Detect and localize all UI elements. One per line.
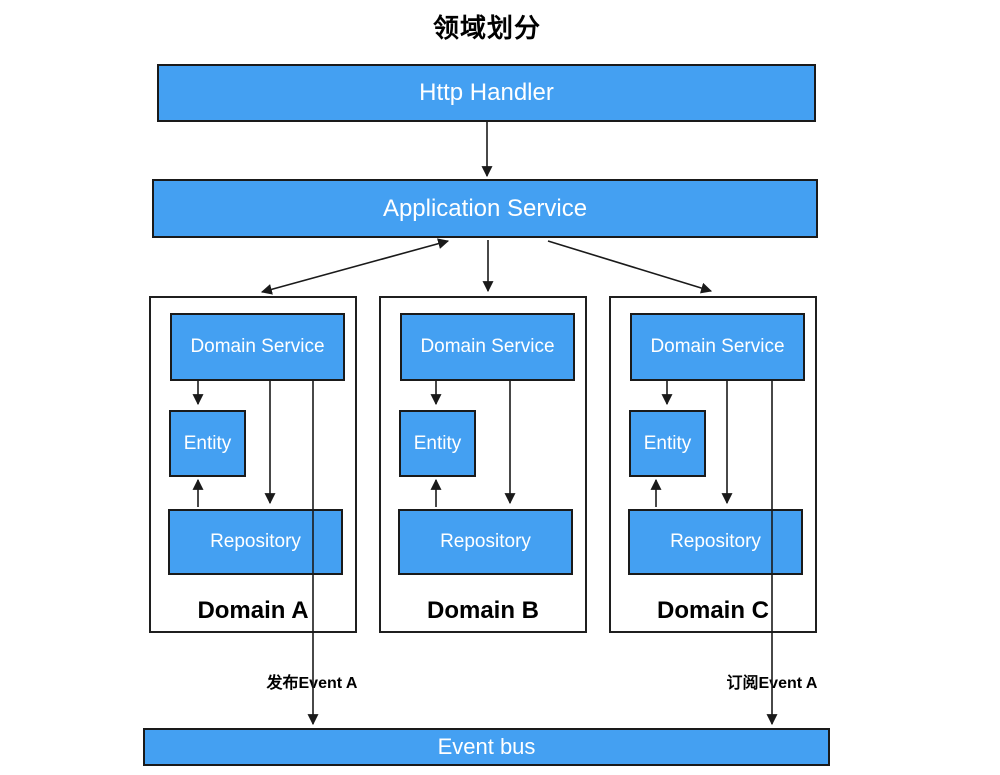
repository-label: Repository: [440, 531, 531, 552]
event-bus-label: Event bus: [437, 734, 536, 759]
domain-c-repository-box: Repository: [628, 509, 803, 575]
domain-service-label: Domain Service: [420, 336, 555, 357]
domain-a-entity-box: Entity: [169, 410, 246, 477]
arrow-application-to-domain-c: [547, 240, 713, 294]
domain-a-repository-box: Repository: [168, 509, 343, 575]
diagram-title: 领域划分: [432, 13, 541, 43]
domain-service-label: Domain Service: [650, 336, 785, 357]
repository-label: Repository: [210, 531, 301, 552]
arrow-application-to-domain-a: [260, 238, 450, 295]
domain-c-domain-service-box: Domain Service: [630, 313, 805, 381]
domain-c-entity-box: Entity: [629, 410, 706, 477]
domain-service-label: Domain Service: [190, 336, 325, 357]
event-bus-box: Event bus: [143, 728, 830, 766]
domain-b-container: Domain Service Entity Repository: [379, 296, 587, 633]
http-handler-box: Http Handler: [157, 64, 816, 122]
domain-a-container: Domain Service Entity Repository: [149, 296, 357, 633]
entity-label: Entity: [643, 432, 692, 454]
entity-label: Entity: [183, 432, 232, 454]
domain-b-entity-box: Entity: [399, 410, 476, 477]
domain-c-label: Domain C: [656, 597, 769, 624]
domain-b-label: Domain B: [426, 597, 539, 624]
domain-c-container: Domain Service Entity Repository: [609, 296, 817, 633]
http-handler-label: Http Handler: [419, 79, 554, 106]
domain-a-domain-service-box: Domain Service: [170, 313, 345, 381]
domain-b-domain-service-box: Domain Service: [400, 313, 575, 381]
entity-label: Entity: [413, 432, 462, 454]
subscribe-event-label: 订阅Event A: [726, 675, 818, 692]
domain-b-repository-box: Repository: [398, 509, 573, 575]
publish-event-label: 发布Event A: [266, 675, 358, 692]
application-service-box: Application Service: [152, 179, 818, 238]
repository-label: Repository: [670, 531, 761, 552]
domain-a-label: Domain A: [197, 597, 309, 624]
application-service-label: Application Service: [382, 194, 588, 222]
